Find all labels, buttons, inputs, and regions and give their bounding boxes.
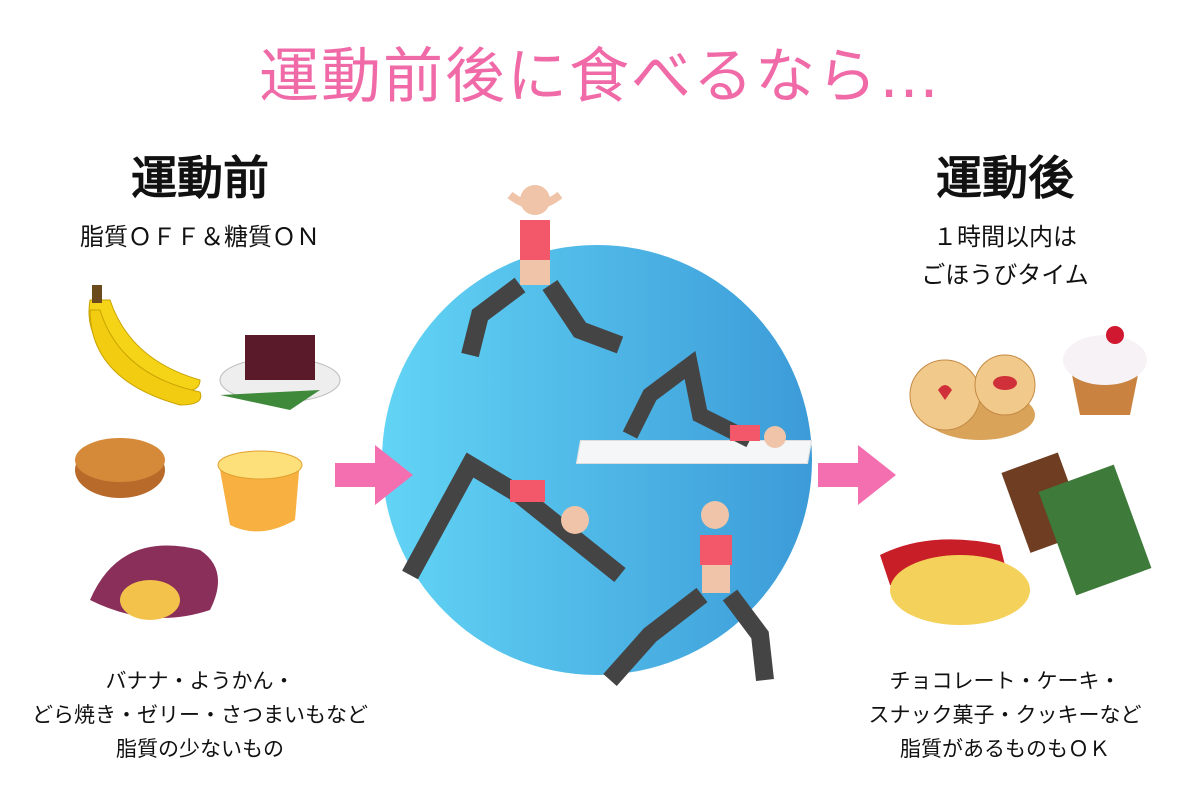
after-heading: 運動後	[936, 151, 1074, 205]
banana-icon	[88, 285, 202, 406]
downward-dog-figure	[402, 452, 626, 583]
lunge-figure	[461, 185, 624, 358]
before-description-line: どら焼き・ゼリー・さつまいもなど	[32, 703, 368, 727]
after-description-line: 脂質があるものもＯＫ	[900, 737, 1110, 761]
page-title: 運動前後に食べるなら…	[259, 42, 941, 112]
arrow-right-icon	[335, 445, 413, 505]
before-description-line: 脂質の少ないもの	[116, 737, 284, 761]
after-description: チョコレート・ケーキ・ スナック菓子・クッキーなど 脂質があるものもＯＫ	[830, 664, 1180, 766]
after-description-line: スナック菓子・クッキーなど	[868, 703, 1142, 727]
after-subtitle-line: １時間以内は	[933, 223, 1077, 251]
dorayaki-icon	[75, 438, 165, 498]
arrow-right-icon	[818, 445, 896, 505]
jelly-icon	[217, 450, 303, 532]
squat-figure	[603, 501, 774, 686]
chocolate-icon	[1001, 452, 1152, 596]
after-description-line: チョコレート・ケーキ・	[889, 669, 1121, 693]
exercise-figures-illustration	[402, 185, 786, 686]
before-description-line: バナナ・ようかん・	[105, 669, 295, 693]
potato-chips-icon	[880, 539, 1030, 625]
yokan-icon	[219, 335, 341, 410]
sweet-potato-icon	[90, 545, 218, 620]
cupcake-icon	[1063, 326, 1147, 415]
before-subtitle: 脂質ＯＦＦ＆糖質ＯＮ	[80, 223, 320, 251]
after-subtitle-line: ごほうびタイム	[921, 261, 1089, 289]
after-foods-illustration	[880, 326, 1152, 625]
before-foods-illustration	[75, 285, 341, 620]
before-description: バナナ・ようかん・ どら焼き・ゼリー・さつまいもなど 脂質の少ないもの	[30, 664, 370, 766]
cookies-icon	[909, 354, 1036, 440]
before-heading: 運動前	[131, 151, 269, 205]
bridge-figure	[622, 350, 786, 448]
after-subtitle: １時間以内は ごほうびタイム	[840, 218, 1170, 294]
